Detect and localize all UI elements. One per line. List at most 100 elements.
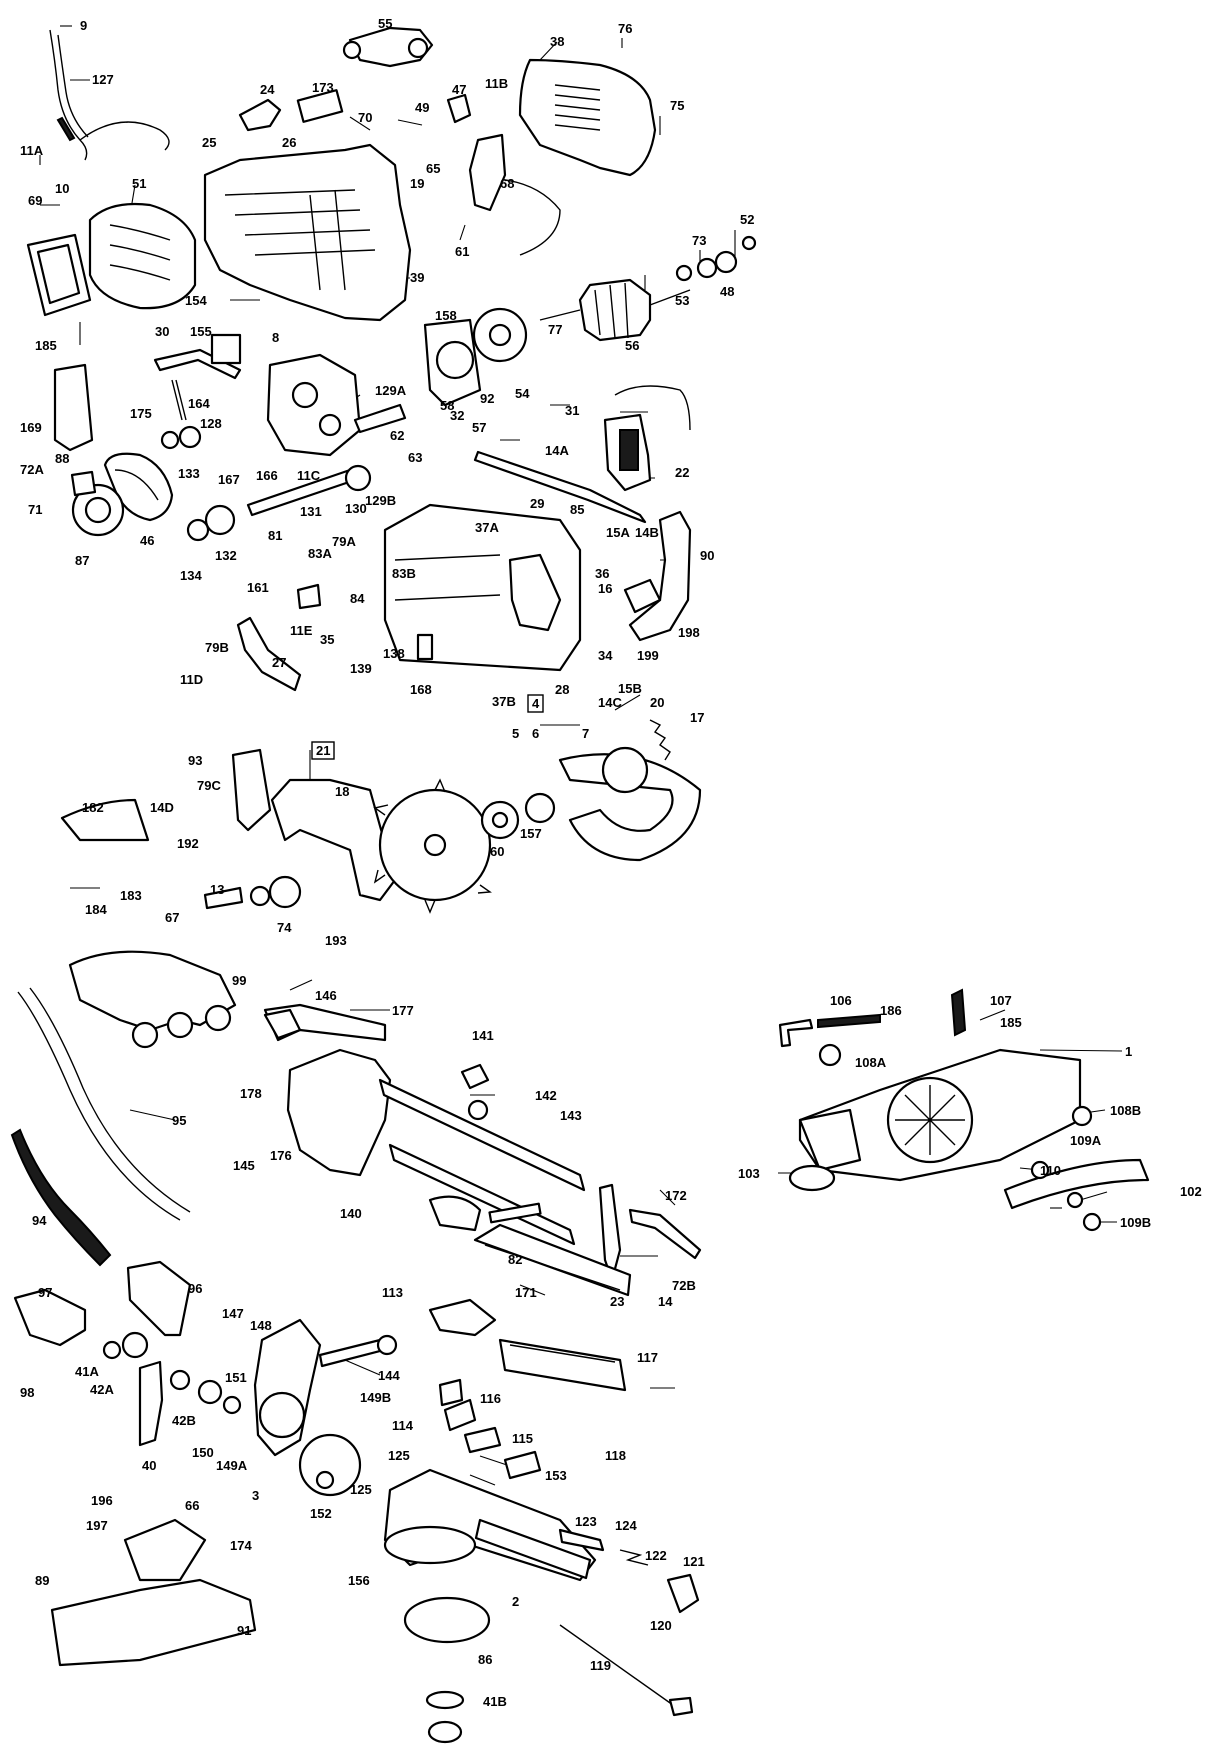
clamp-knob: [428, 1298, 627, 1392]
switch-assembly: [603, 385, 691, 492]
callout-178: 178: [240, 1086, 262, 1101]
callout-81: 81: [268, 528, 282, 543]
callout-125-top: 125: [388, 1448, 410, 1463]
field-coil: [88, 202, 197, 310]
callout-143: 143: [560, 1108, 582, 1123]
callout-193: 193: [325, 933, 347, 948]
callout-14B: 14B: [635, 525, 659, 540]
base-hardware: [818, 1043, 1102, 1232]
callout-185-right: 185: [1000, 1015, 1022, 1030]
callout-168: 168: [410, 682, 432, 697]
baffle: [423, 318, 482, 407]
callout-122: 122: [645, 1548, 667, 1563]
callout-174: 174: [230, 1538, 252, 1553]
callout-11A: 11A: [20, 143, 44, 158]
dust-bag-adapter: [68, 950, 237, 1049]
callout-157: 157: [520, 826, 542, 841]
armature: [472, 278, 691, 363]
callout-11C: 11C: [297, 468, 321, 483]
callout-83A: 83A: [308, 546, 332, 561]
callout-129B: 129B: [365, 493, 396, 508]
callout-138: 138: [383, 646, 405, 661]
callout-11D: 11D: [180, 672, 203, 687]
hex-keys: [778, 988, 967, 1048]
callout-121: 121: [683, 1554, 705, 1569]
callout-14A: 14A: [545, 443, 569, 458]
dust-chute: [13, 1260, 192, 1347]
callout-113: 113: [382, 1285, 403, 1300]
callout-117: 117: [637, 1350, 658, 1365]
callout-76: 76: [618, 21, 632, 36]
callout-150: 150: [192, 1445, 214, 1460]
callout-87: 87: [75, 553, 89, 568]
bearing-ring: [403, 1596, 491, 1644]
callout-79B: 79B: [205, 640, 229, 655]
callout-153: 153: [545, 1468, 567, 1483]
callout-161: 161: [247, 580, 269, 595]
callout-116: 116: [480, 1391, 501, 1406]
motor-cover: [518, 58, 657, 177]
callout-88: 88: [55, 451, 69, 466]
callout-72A: 72A: [20, 462, 44, 477]
callout-109B: 109B: [1120, 1215, 1151, 1230]
callout-197: 197: [86, 1518, 108, 1533]
callout-1: 1: [1125, 1044, 1132, 1059]
fence-rail: [473, 1223, 632, 1297]
callout-51: 51: [132, 176, 146, 191]
callout-38: 38: [550, 34, 564, 49]
callout-29: 29: [530, 496, 544, 511]
callout-92: 92: [480, 391, 494, 406]
index-disc: [298, 1433, 362, 1497]
callout-192: 192: [177, 836, 199, 851]
callout-4: 4: [532, 696, 540, 711]
callout-3: 3: [252, 1488, 259, 1503]
callout-41A: 41A: [75, 1364, 99, 1379]
callout-151: 151: [225, 1370, 247, 1385]
callout-164: 164: [188, 396, 210, 411]
callout-42A: 42A: [90, 1382, 114, 1397]
drive-shaft: [160, 425, 372, 542]
callout-8: 8: [272, 330, 279, 345]
callout-labels: 9 127 55 76 38 24 173 47 11B 75 11A 10 2…: [20, 16, 1202, 1709]
callout-54: 54: [515, 386, 530, 401]
callout-102: 102: [1180, 1184, 1202, 1199]
callout-70: 70: [358, 110, 372, 125]
callout-173: 173: [312, 80, 334, 95]
callout-171: 171: [515, 1285, 537, 1300]
callout-24: 24: [260, 82, 275, 97]
callout-55: 55: [378, 16, 392, 31]
callout-79A: 79A: [332, 534, 356, 549]
callout-23: 23: [610, 1294, 624, 1309]
hose-short: [10, 1128, 112, 1267]
base-feet: [425, 1690, 465, 1744]
callout-15B: 15B: [618, 681, 642, 696]
callout-129A: 129A: [375, 383, 407, 398]
callout-95: 95: [172, 1113, 186, 1128]
callout-148: 148: [250, 1318, 272, 1333]
callout-16: 16: [598, 581, 612, 596]
side-extension: [50, 1518, 257, 1667]
callout-20: 20: [650, 695, 664, 710]
callout-142: 142: [535, 1088, 557, 1103]
callout-90: 90: [700, 548, 714, 563]
callout-61: 61: [455, 244, 469, 259]
callout-22: 22: [675, 465, 689, 480]
callout-27: 27: [272, 655, 286, 670]
callout-145: 145: [233, 1158, 255, 1173]
callout-19: 19: [410, 176, 424, 191]
callout-30: 30: [155, 324, 169, 339]
callout-56: 56: [625, 338, 639, 353]
callout-6: 6: [532, 726, 539, 741]
gasket: [26, 233, 92, 317]
callout-84: 84: [350, 591, 365, 606]
callout-69: 69: [28, 193, 42, 208]
callout-172: 172: [665, 1188, 687, 1203]
callout-128: 128: [200, 416, 222, 431]
callout-108B: 108B: [1110, 1103, 1141, 1118]
callout-60: 60: [490, 844, 504, 859]
callout-73: 73: [692, 233, 706, 248]
callout-147: 147: [222, 1306, 244, 1321]
table-insert: [428, 1195, 542, 1232]
cord-set: [49, 29, 170, 161]
